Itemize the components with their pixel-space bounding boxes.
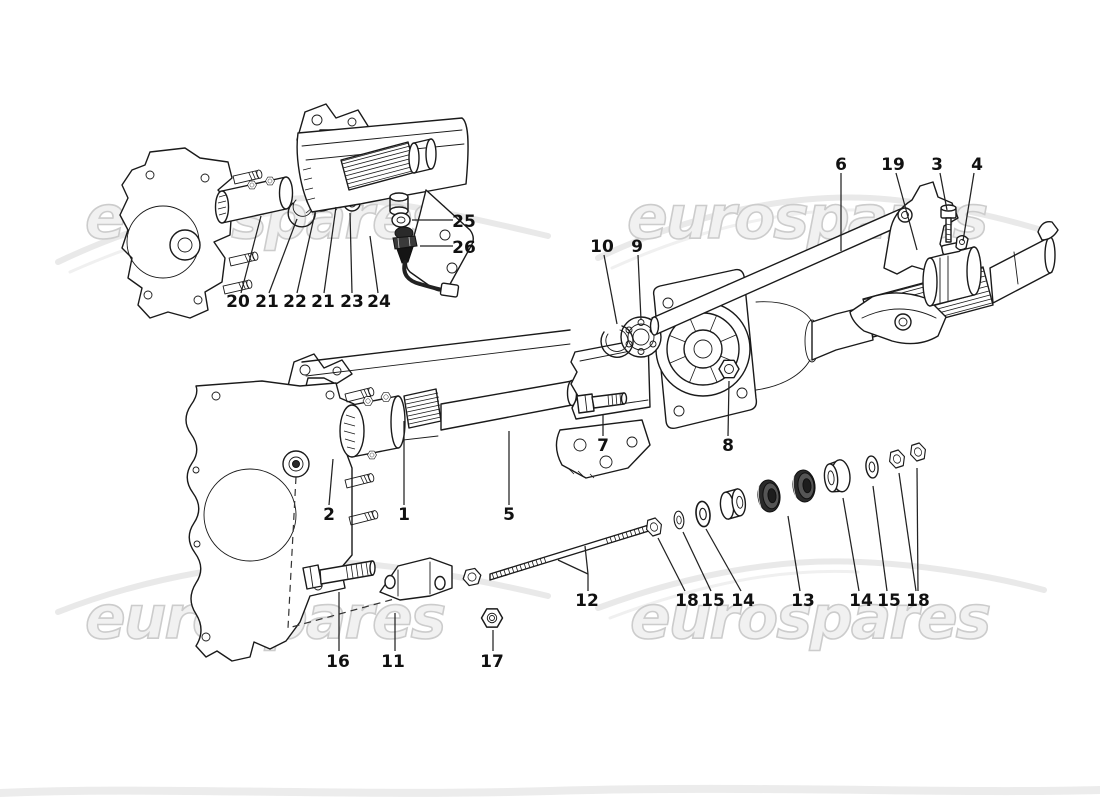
tie-rod <box>489 523 653 581</box>
callout-label-14: 14 <box>731 591 755 611</box>
callout-label-7: 7 <box>597 436 609 456</box>
washer-15b <box>864 454 880 480</box>
callout-label-14: 14 <box>849 591 873 611</box>
callout-label-21: 21 <box>311 292 335 312</box>
mount-hardware-row <box>643 441 929 538</box>
rubber-bush-13b <box>790 468 818 504</box>
leader-line-10 <box>603 254 618 325</box>
callout-label-3: 3 <box>931 155 943 175</box>
universal-joint <box>339 392 406 460</box>
callout-label-17: 17 <box>480 652 504 672</box>
clamp-keeper <box>955 235 969 251</box>
callout-label-24: 24 <box>367 292 391 312</box>
front-housing <box>296 103 474 292</box>
leader-line-4 <box>962 172 975 242</box>
callout-label-21: 21 <box>255 292 279 312</box>
leader-line-18 <box>898 472 917 592</box>
leader-line-24 <box>369 235 379 294</box>
callout-label-12: 12 <box>575 591 599 611</box>
spacer-14b <box>719 488 747 520</box>
transaxle-casing <box>185 380 380 662</box>
callout-label-23: 23 <box>340 292 364 312</box>
leader-line-23 <box>349 212 353 294</box>
leader-line-12 <box>584 545 589 575</box>
nut-18c <box>907 441 929 463</box>
callout-label-10: 10 <box>590 237 614 257</box>
assembly-reference-line <box>287 476 421 629</box>
leader-line-14 <box>705 528 742 592</box>
callout-label-8: 8 <box>722 436 734 456</box>
lock-nut <box>480 608 504 628</box>
nut-18a <box>643 516 665 538</box>
leader-line-8 <box>727 380 730 437</box>
leader-line-22 <box>296 212 316 294</box>
leader-line-3 <box>939 172 948 211</box>
splined-input-shaft <box>340 138 437 191</box>
watermark-text: eurospares <box>630 583 990 653</box>
leader-line-13 <box>787 515 801 592</box>
callout-label-16: 16 <box>326 652 350 672</box>
callout-label-18: 18 <box>675 591 699 611</box>
callout-label-19: 19 <box>881 155 905 175</box>
coupling-sleeve <box>214 176 294 224</box>
oil-seal-washer <box>391 212 411 228</box>
circlip <box>600 325 634 358</box>
leader-line-15 <box>682 531 712 592</box>
callout-label-4: 4 <box>971 155 983 175</box>
leader-line-18 <box>916 467 919 592</box>
cup-washer-14c <box>823 459 851 493</box>
output-flange <box>119 147 268 319</box>
callout-label-25: 25 <box>452 212 476 232</box>
mount-bolt <box>302 560 376 590</box>
clevis-bracket <box>379 557 453 601</box>
callout-label-2: 2 <box>323 505 335 525</box>
leader-line-20 <box>240 215 262 294</box>
leader-line-12 <box>557 559 589 575</box>
flange-nut <box>718 359 740 379</box>
washer-15a <box>672 510 686 530</box>
shaft-clamp <box>922 241 982 307</box>
callout-label-9: 9 <box>631 237 643 257</box>
leader-line-14 <box>842 497 860 592</box>
callout-label-1: 1 <box>398 505 410 525</box>
callout-label-13: 13 <box>791 591 815 611</box>
callout-label-5: 5 <box>503 505 515 525</box>
clamp-bolt <box>940 204 957 243</box>
leader-line-2 <box>328 458 334 506</box>
callout-label-20: 20 <box>226 292 250 312</box>
leader-line-21 <box>323 206 337 294</box>
callout-label-26: 26 <box>452 238 476 258</box>
washer-14a <box>694 499 712 529</box>
callout-label-22: 22 <box>283 292 307 312</box>
spline-section <box>403 388 442 429</box>
support-casting <box>849 181 959 345</box>
callout-label-18: 18 <box>906 591 930 611</box>
flange-bolt <box>576 392 628 414</box>
leader-line-18 <box>657 537 686 592</box>
callout-label-6: 6 <box>835 155 847 175</box>
leader-line-9 <box>637 254 642 321</box>
leader-line-21 <box>268 218 298 294</box>
sensor-switch <box>392 226 460 298</box>
leader-line-19 <box>895 172 918 251</box>
callout-label-15: 15 <box>701 591 725 611</box>
nut-18b <box>886 448 908 470</box>
callout-label-15: 15 <box>877 591 901 611</box>
rubber-bush-13a <box>755 478 783 514</box>
leader-line-15 <box>872 485 888 592</box>
propeller-shaft <box>440 379 578 431</box>
tube-support-bracket <box>555 419 651 479</box>
callout-label-11: 11 <box>381 652 405 672</box>
